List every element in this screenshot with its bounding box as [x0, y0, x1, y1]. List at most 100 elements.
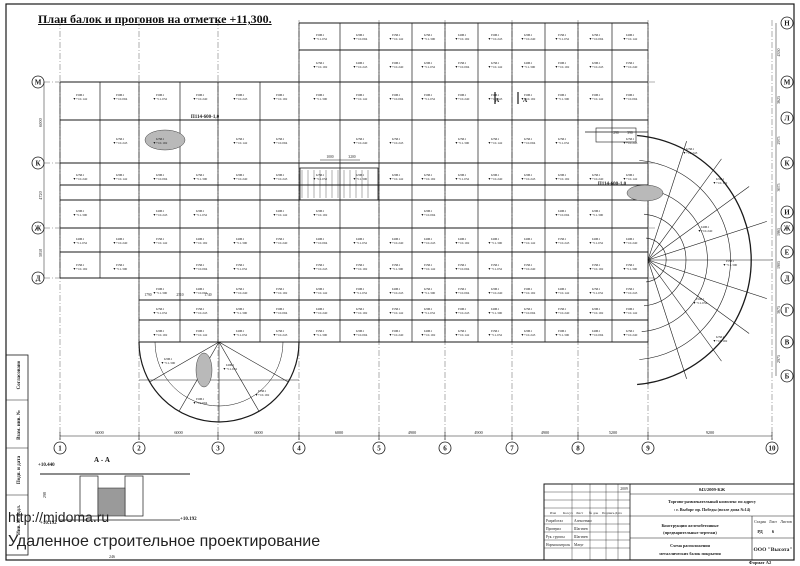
level-mark-label: ▼+10.094 [273, 141, 288, 145]
level-mark-label: ▼+10.192 [589, 267, 604, 271]
level-mark-label: ▼+10.240 [73, 177, 88, 181]
beam-mark-label: I25Б1 [424, 33, 432, 37]
axis-bubble [292, 441, 306, 455]
stamp-stage-val: 6 [772, 529, 775, 534]
level-mark-label: ▼+10.094 [521, 141, 536, 145]
beam-mark-label: I25Б1 [524, 137, 532, 141]
beam-mark-label: I30Б1 [76, 93, 84, 97]
level-mark-label: ▼+10.192 [713, 339, 728, 343]
beam-mark-label: I20Б1 [156, 329, 164, 333]
beam-mark-label: I25Б1 [156, 307, 164, 311]
level-mark-label: ▼+11.300 [313, 97, 328, 101]
stamp-header-cell: Лист [576, 511, 584, 515]
beam-mark-label: I35Б1 [726, 259, 734, 263]
beam-mark-label: I30Б1 [592, 93, 600, 97]
beam-mark-label: I40Б1 [156, 209, 164, 213]
fan-radial [647, 259, 750, 334]
level-mark-label: ▼+11.300 [161, 361, 176, 365]
level-mark-label: ▼+10.240 [193, 97, 208, 101]
dim-label: 4350 [776, 49, 781, 57]
dim-label: 2975 [776, 355, 781, 363]
dim-label: 6000 [335, 430, 343, 435]
beam-mark-label: I40Б1 [196, 237, 204, 241]
beam-mark-label: I25Б1 [116, 137, 124, 141]
level-mark-label: ▼+11.300 [555, 97, 570, 101]
beam-mark-label: I35Б1 [276, 287, 284, 291]
beam-mark-label: I40Б1 [424, 329, 432, 333]
beam-mark-label: I35Б1 [458, 61, 466, 65]
beam-mark-label: I35Б1 [424, 263, 432, 267]
beam-mark-label: I20Б1 [392, 173, 400, 177]
level-mark-label: ▼+11.300 [455, 141, 470, 145]
beam-mark-label: I25Б1 [626, 137, 634, 141]
section-level: +10.440 [38, 463, 55, 468]
beam-mark-label: I35Б1 [592, 263, 600, 267]
axis-bubble [438, 441, 452, 455]
axis-bubble [780, 111, 794, 125]
beam-mark-label: I40Б1 [116, 237, 124, 241]
beam-mark-label: I40Б1 [276, 209, 284, 213]
axis-bubble-label: Л [784, 115, 790, 123]
level-mark-label: ▼+11.300 [193, 177, 208, 181]
level-mark-label: ▼+10.142 [713, 181, 728, 185]
stamp-name: Алексеенко [574, 519, 592, 523]
level-mark-label: ▼+11.300 [421, 291, 436, 295]
level-mark-label: ▼+11.052 [693, 301, 708, 305]
level-mark-label: ▼+11.300 [233, 311, 248, 315]
section-level: +10.192 [40, 521, 57, 526]
level-mark-label: ▼+10.094 [421, 213, 436, 217]
beam-mark-label: I35Б1 [356, 263, 364, 267]
level-mark-label: ▼+10.094 [389, 97, 404, 101]
level-mark-label: ▼+10.094 [353, 37, 368, 41]
beam-mark-label: I30Б1 [696, 297, 704, 301]
level-mark-label: ▼+10.243 [273, 177, 288, 181]
level-mark-label: ▼+11.052 [353, 291, 368, 295]
level-mark-label: ▼+10.142 [113, 177, 128, 181]
level-mark-label: ▼+11.052 [153, 97, 168, 101]
level-mark-label: ▼+10.142 [233, 141, 248, 145]
axis-bubble [780, 221, 794, 235]
level-mark-label: ▼+10.243 [153, 213, 168, 217]
stamp-header-cell: Подпись [602, 511, 615, 515]
axis-bubble [641, 441, 655, 455]
level-mark-label: ▼+10.240 [455, 97, 470, 101]
beam-mark-label: I40Б1 [356, 237, 364, 241]
dim-label: 1965 [776, 228, 781, 236]
beam-mark-label: I35Б1 [626, 287, 634, 291]
beam-mark-label: I20Б1 [356, 173, 364, 177]
watermark-url[interactable]: http://midoma.ru [8, 509, 110, 525]
level-mark-label: ▼+11.300 [233, 241, 248, 245]
beam-mark-label: I25Б1 [276, 329, 284, 333]
beam-mark-label: I40Б1 [392, 237, 400, 241]
level-mark-label: ▼+10.243 [589, 65, 604, 69]
inner-dim: 390 [627, 131, 633, 135]
beam-mark-label: I30Б1 [196, 397, 204, 401]
stamp-project: : г. Выборг пр. Победы (возле дома №14) [674, 507, 751, 512]
beam-mark-label: I30Б1 [491, 33, 499, 37]
stamp-frame [543, 483, 795, 561]
beam-mark-label: I25Б1 [491, 137, 499, 141]
opening [626, 184, 664, 202]
beam-mark-label: I40Б1 [424, 237, 432, 241]
level-mark-label: ▼+10.192 [153, 333, 168, 337]
beam-mark-label: I20Б1 [424, 61, 432, 65]
level-mark-label: ▼+10.240 [389, 65, 404, 69]
level-mark-label: ▼+10.243 [683, 151, 698, 155]
beam-mark-label: I25Б1 [592, 173, 600, 177]
inner-dim: 2510 [176, 293, 183, 297]
axis-bubble-label: К [35, 160, 41, 168]
inner-dim: 1000 [326, 155, 333, 159]
level-mark-label: ▼+11.052 [353, 241, 368, 245]
level-mark-label: ▼+11.300 [389, 267, 404, 271]
beam-mark-label: I25Б1 [524, 307, 532, 311]
axis-bubble [780, 16, 794, 30]
beam-mark-label: I20Б1 [356, 33, 364, 37]
fan-radial [647, 259, 767, 299]
stamp-role: Разработал [546, 519, 563, 523]
beam-mark-label: I20Б1 [524, 33, 532, 37]
stamp-role: Рук. группы [546, 535, 565, 539]
level-mark-label: ▼+10.094 [589, 37, 604, 41]
fan-radial [647, 221, 767, 261]
level-mark-label: ▼+10.192 [73, 267, 88, 271]
